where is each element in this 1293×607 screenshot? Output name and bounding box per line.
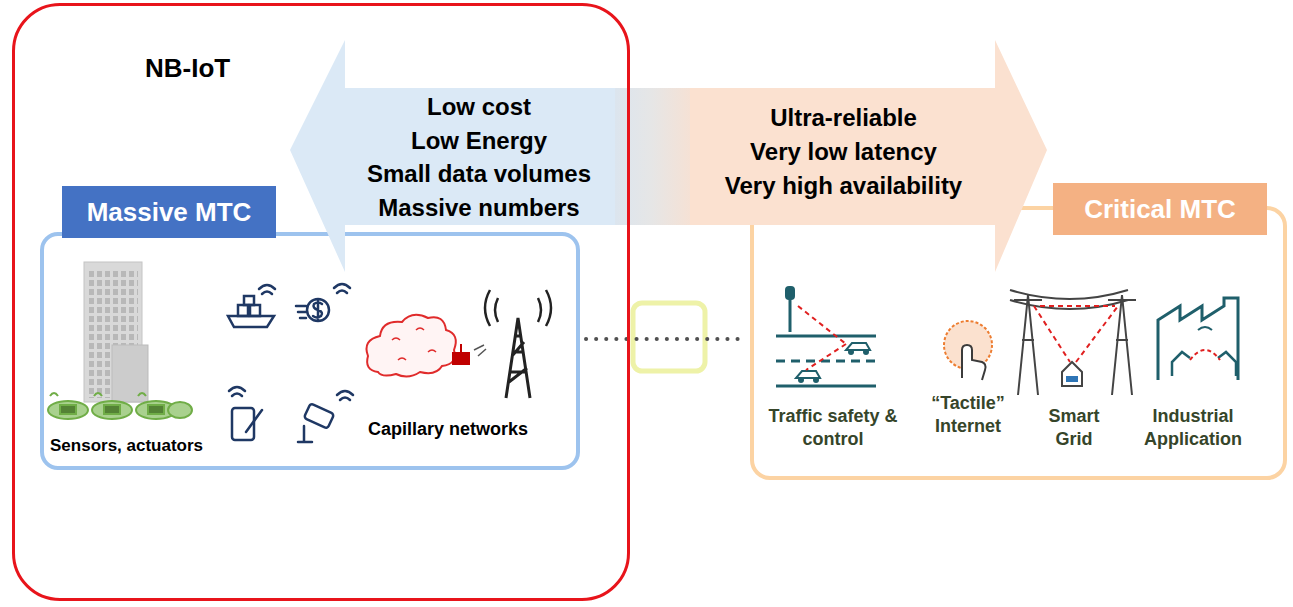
- traffic-icon: [776, 286, 876, 386]
- group-title: Critical MTC: [1053, 183, 1267, 235]
- feature-text: Small data volumes: [345, 157, 613, 191]
- feature-text: Very low latency: [692, 135, 995, 169]
- icon-caption: Sensors, actuators: [50, 434, 250, 457]
- tower-icon: [485, 290, 551, 398]
- smart-grid-icon: [1010, 290, 1136, 395]
- arrow-outline: [290, 40, 615, 272]
- building-icon: [84, 262, 148, 402]
- feature-text: Low cost: [345, 90, 613, 124]
- feature-text: Massive numbers: [345, 191, 613, 225]
- link-square: [633, 303, 705, 371]
- feature-text: Very high availability: [692, 169, 995, 203]
- arrow-shape: Low costLow EnergySmall data volumesMass…: [290, 40, 615, 272]
- text-column: Low costLow EnergySmall data volumesMass…: [345, 90, 613, 224]
- icon-caption: Traffic safety & control: [758, 405, 908, 451]
- dotted-connector: [586, 337, 744, 341]
- feature-text: Ultra-reliable: [692, 101, 995, 135]
- factory-icon: [1158, 298, 1238, 380]
- arrow-shape: Ultra-reliableVery low latencyVery high …: [690, 40, 1047, 272]
- arrow-fill: [290, 40, 615, 272]
- icon-caption: Smart Grid: [1038, 405, 1110, 451]
- arrow-gap: [612, 88, 692, 225]
- icon-caption: Capillary networks: [368, 418, 568, 441]
- region-box: NB-IoT Low costLow EnergySmall data volum…: [12, 3, 630, 601]
- feature-text: Low Energy: [345, 124, 613, 158]
- tactile-icon: [944, 321, 992, 380]
- icon-caption: Industrial Application: [1130, 405, 1256, 451]
- capillary-network-icon: [367, 315, 487, 377]
- region-title: NB-IoT: [145, 53, 230, 84]
- arrow-fill: [690, 40, 1047, 272]
- sensor-icons: [48, 393, 192, 419]
- text-column: Ultra-reliableVery low latencyVery high …: [692, 101, 995, 203]
- icon-caption: “Tactile” Internet: [920, 392, 1016, 438]
- group-title: Massive MTC: [62, 186, 276, 238]
- device-icons: [228, 284, 353, 442]
